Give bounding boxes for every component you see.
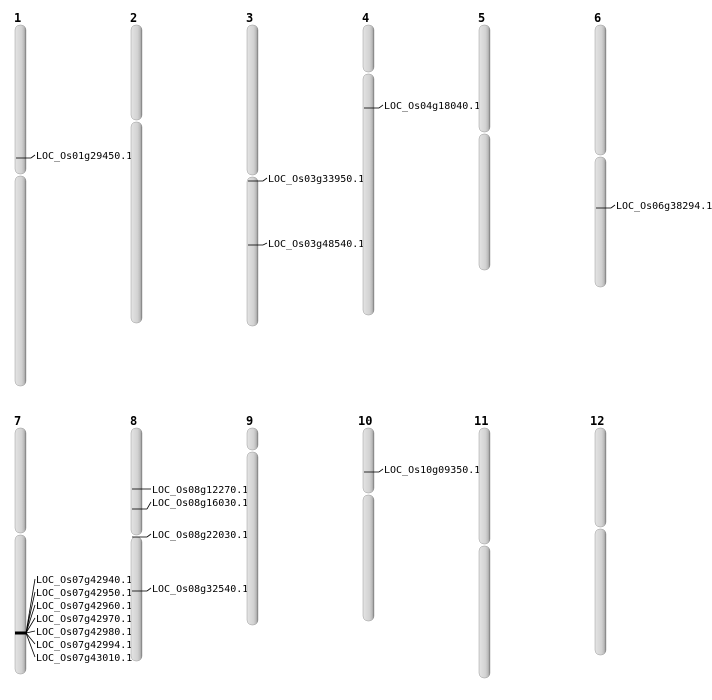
marker-connector — [146, 533, 152, 538]
chromosome-label: 5 — [478, 11, 485, 25]
marker-connector — [262, 177, 268, 182]
chromosome-6-long-arm — [594, 156, 607, 288]
marker-connector — [25, 630, 36, 634]
gene-label: LOC_Os08g12270.1 — [152, 485, 248, 496]
chromosome-3-long-arm — [246, 176, 259, 327]
chromosome-12-short-arm — [594, 427, 607, 528]
gene-label: LOC_Os01g29450.1 — [36, 151, 132, 162]
chromosome-4-short-arm — [362, 24, 375, 73]
marker-connector — [262, 242, 268, 246]
chromosome-9-long-arm — [246, 451, 259, 626]
chromosome-2-short-arm — [130, 24, 143, 121]
gene-label: LOC_Os07g42950.1 — [36, 588, 132, 599]
chromosome-label: 1 — [14, 11, 21, 25]
chromosome-label: 10 — [358, 414, 372, 428]
marker-connector — [378, 468, 384, 473]
chromosome-label: 9 — [246, 414, 253, 428]
chromosome-2-long-arm — [130, 121, 143, 324]
gene-label: LOC_Os07g42980.1 — [36, 627, 132, 638]
chromosome-9-short-arm — [246, 427, 259, 451]
chromosome-8-long-arm — [130, 536, 143, 662]
marker-connector — [146, 501, 152, 510]
chromosome-7-short-arm — [14, 427, 27, 534]
chromosome-12-long-arm — [594, 528, 607, 656]
chromosome-label: 8 — [130, 414, 137, 428]
chromosome-6-short-arm — [594, 24, 607, 156]
chromosome-label: 4 — [362, 11, 369, 25]
chromosome-1-short-arm — [14, 24, 27, 175]
gene-label: LOC_Os08g32540.1 — [152, 584, 248, 595]
gene-label: LOC_Os07g42970.1 — [36, 614, 132, 625]
marker-connector — [25, 617, 36, 634]
chromosome-11-short-arm — [478, 427, 491, 545]
chromosome-label: 12 — [590, 414, 604, 428]
chromosome-label: 7 — [14, 414, 21, 428]
chromosome-10-short-arm — [362, 427, 375, 494]
gene-label: LOC_Os07g42940.1 — [36, 575, 132, 586]
gene-label: LOC_Os07g42960.1 — [36, 601, 132, 612]
chromosome-label: 6 — [594, 11, 601, 25]
marker-connector — [25, 632, 36, 645]
marker-connector — [25, 591, 36, 634]
gene-label: LOC_Os07g42994.1 — [36, 640, 132, 651]
marker-connector — [30, 154, 36, 159]
chromosome-1-long-arm — [14, 175, 27, 387]
chromosome-7-long-arm — [14, 534, 27, 675]
gene-label: LOC_Os04g18040.1 — [384, 101, 480, 112]
chromosome-label: 11 — [474, 414, 488, 428]
gene-label: LOC_Os07g43010.1 — [36, 653, 132, 664]
marker-connector — [25, 578, 36, 634]
marker-connector — [25, 604, 36, 634]
chromosome-4-long-arm — [362, 73, 375, 316]
gene-label: LOC_Os06g38294.1 — [616, 201, 712, 212]
chromosome-10-long-arm — [362, 494, 375, 622]
chromosome-11-long-arm — [478, 545, 491, 679]
chromosome-label: 3 — [246, 11, 253, 25]
chromosome-5-short-arm — [478, 24, 491, 133]
gene-label: LOC_Os08g22030.1 — [152, 530, 248, 541]
chromosome-label: 2 — [130, 11, 137, 25]
marker-connector — [610, 204, 616, 209]
marker-connector — [378, 104, 384, 109]
chromosome-5-long-arm — [478, 133, 491, 271]
marker-connector — [25, 632, 36, 658]
gene-label: LOC_Os10g09350.1 — [384, 465, 480, 476]
gene-label: LOC_Os03g48540.1 — [268, 239, 364, 250]
gene-label: LOC_Os03g33950.1 — [268, 174, 364, 185]
chromosome-8-short-arm — [130, 427, 143, 536]
gene-label: LOC_Os08g16030.1 — [152, 498, 248, 509]
chromosome-3-short-arm — [246, 24, 259, 176]
marker-connector — [146, 587, 152, 592]
